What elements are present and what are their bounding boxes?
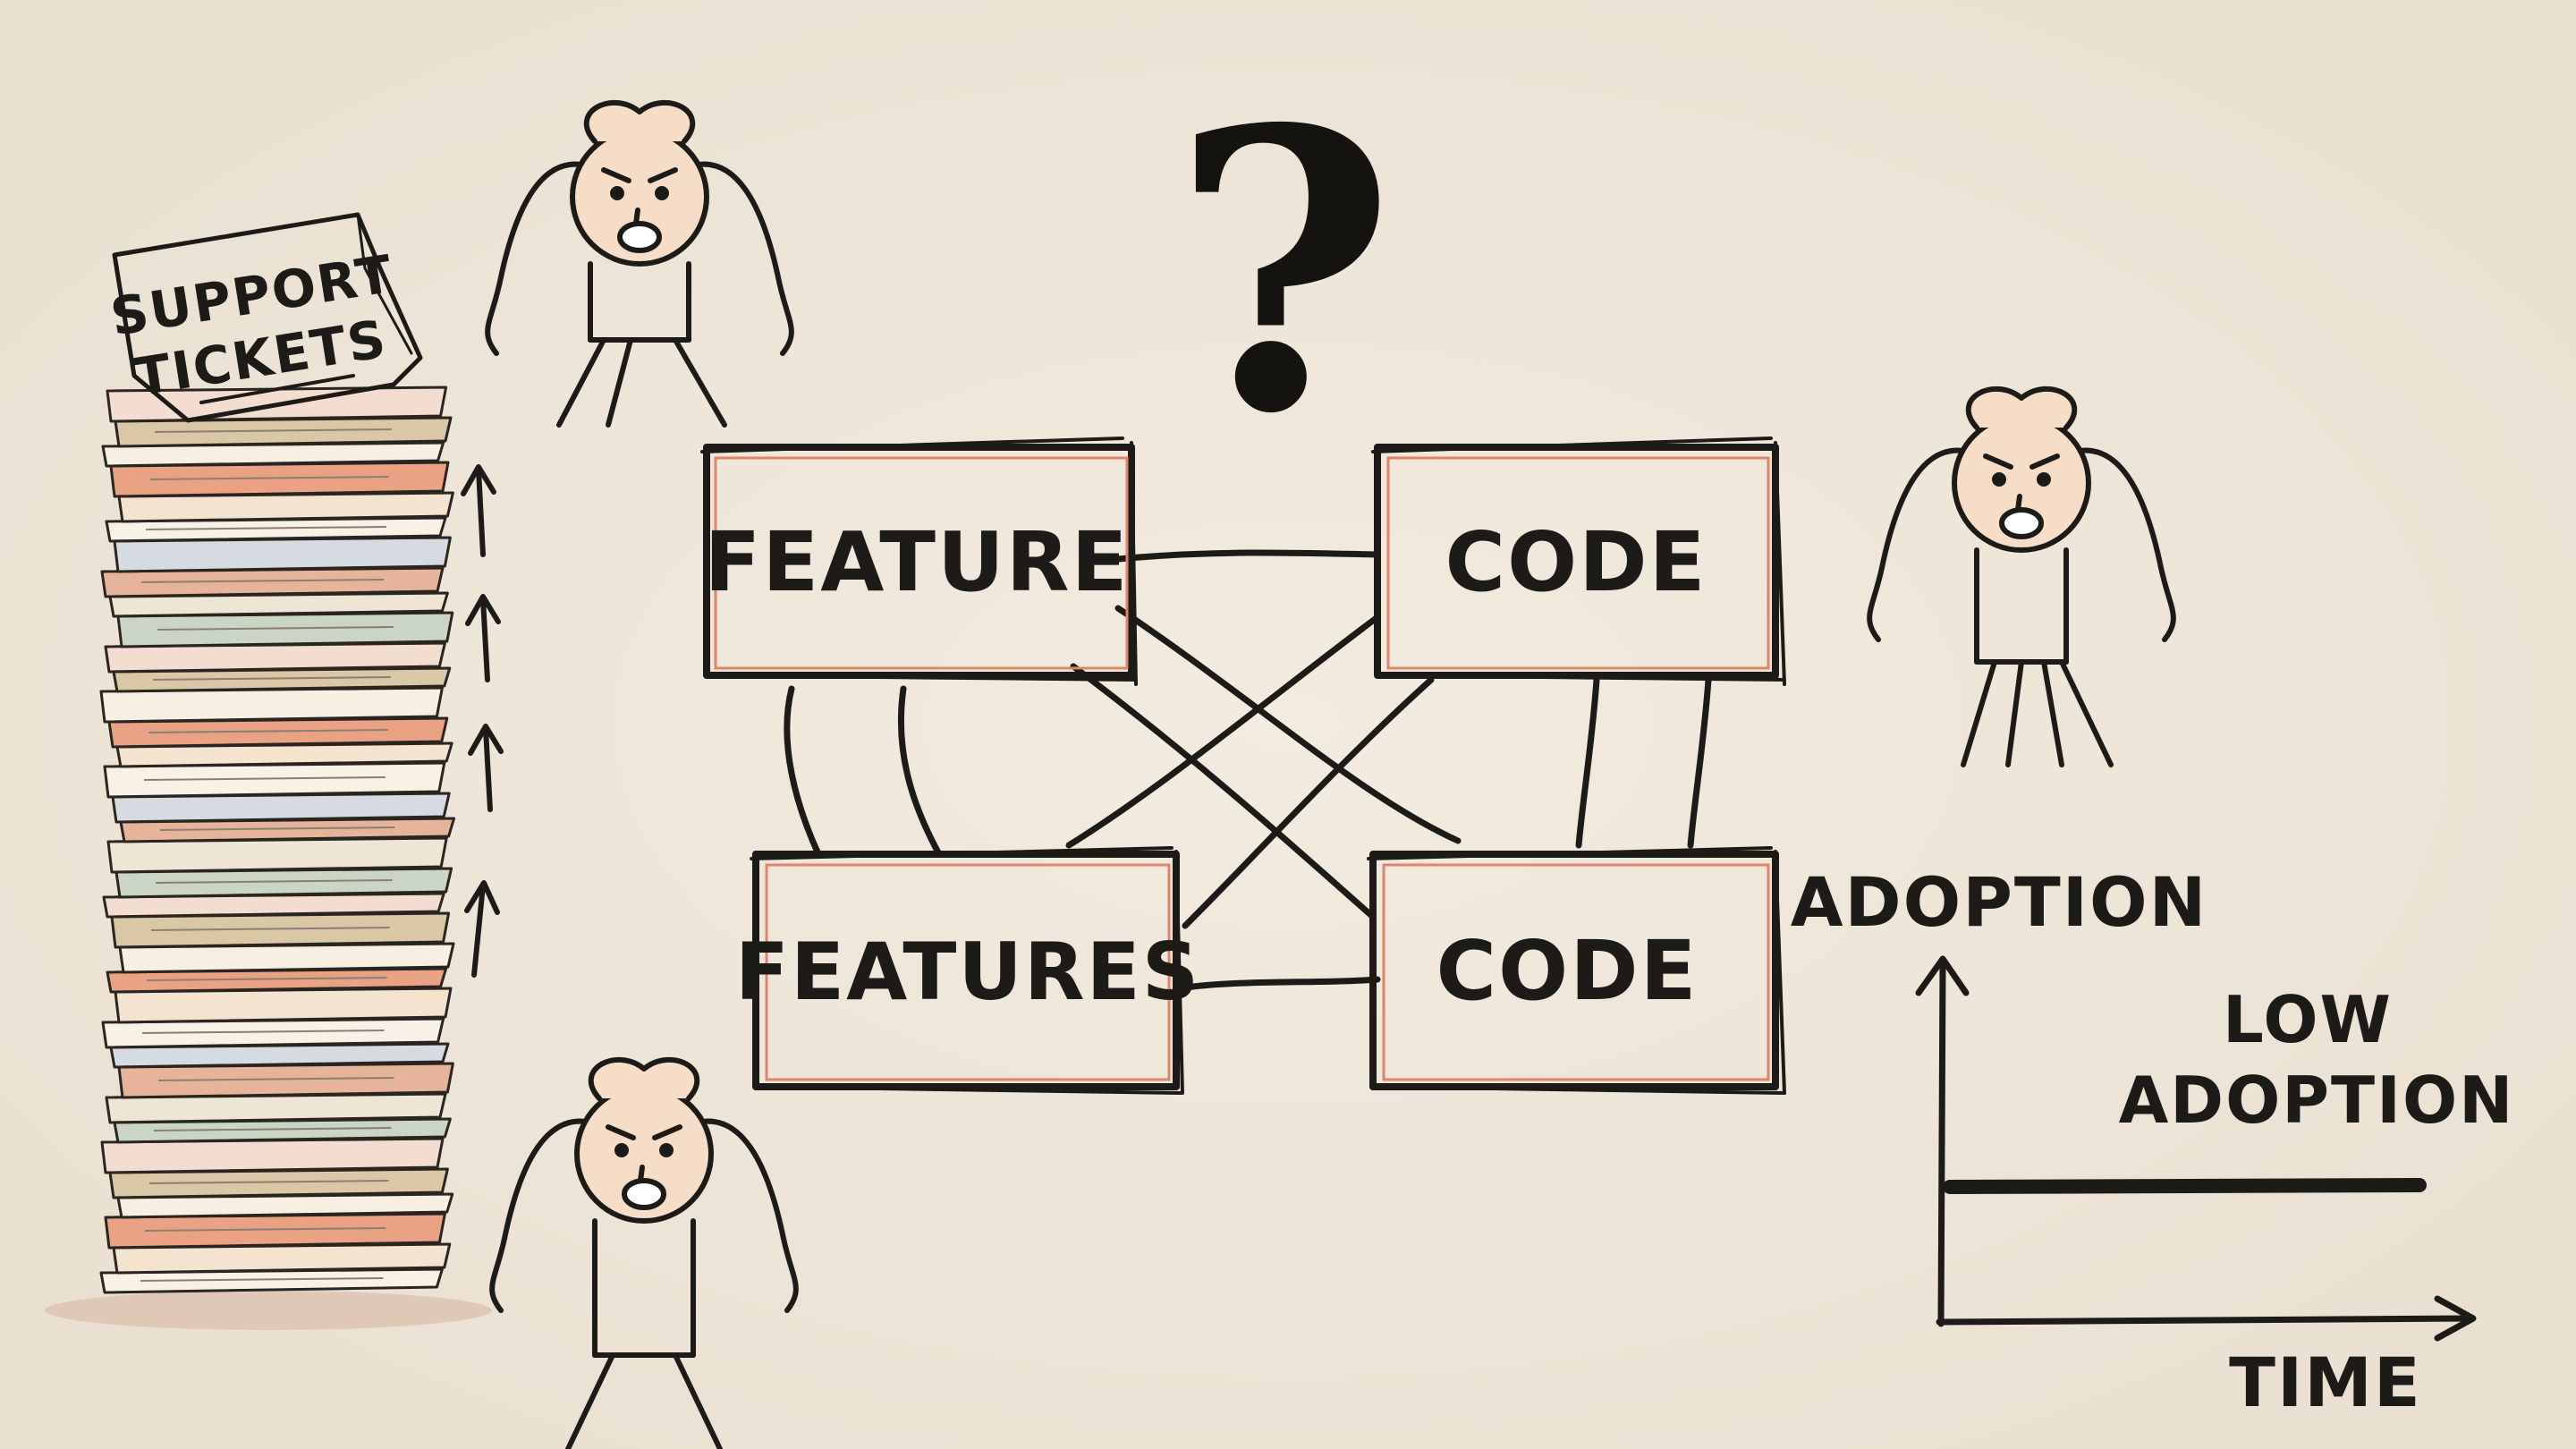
ticket-sheet-line bbox=[159, 826, 395, 831]
ticket-sheet bbox=[105, 1092, 447, 1124]
ticket-sheet bbox=[118, 942, 455, 974]
features-box-label: FEATURES bbox=[735, 926, 1200, 1018]
ticket-sheet bbox=[107, 716, 449, 749]
stressed-person-icon bbox=[485, 99, 794, 428]
ticket-sheet bbox=[108, 1167, 449, 1199]
ticket-sheet bbox=[104, 641, 446, 674]
adoption-axis-label: ADOPTION bbox=[1791, 862, 2208, 942]
ticket-sheet-line bbox=[140, 1277, 384, 1282]
ticket-sheet bbox=[102, 892, 445, 919]
tangled-connections bbox=[784, 549, 1712, 992]
ticket-sheet-line bbox=[153, 1127, 392, 1131]
ticket-sheet-line bbox=[152, 676, 391, 681]
ticket-sheet-line bbox=[145, 526, 387, 530]
ticket-sheet bbox=[101, 441, 445, 468]
ticket-sheet bbox=[101, 1017, 445, 1049]
ticket-sheet bbox=[109, 1042, 450, 1069]
stressed-person-icon bbox=[1867, 386, 2176, 767]
low-adoption-line bbox=[1943, 1178, 2427, 1194]
ticket-sheet bbox=[116, 1192, 454, 1219]
x-axis bbox=[1936, 1295, 2477, 1342]
ticket-sheet bbox=[115, 741, 453, 768]
ticket-sheet-line bbox=[155, 879, 393, 884]
rising-arrows bbox=[461, 464, 504, 978]
features-box: FEATURES bbox=[735, 846, 1200, 1095]
ticket-sheet-line bbox=[154, 428, 393, 433]
question-mark-icon: ? bbox=[1171, 47, 1396, 498]
ticket-sheet-line bbox=[143, 776, 386, 781]
ticket-sheet bbox=[108, 591, 449, 618]
y-axis bbox=[1915, 955, 1970, 1327]
ticket-sheet bbox=[112, 1242, 452, 1275]
ticket-sheet bbox=[119, 817, 456, 843]
up-arrow-icon bbox=[468, 724, 504, 812]
ticket-sheet-line bbox=[146, 977, 387, 981]
ticket-sheet bbox=[111, 792, 451, 824]
time-axis-label: TIME bbox=[2229, 1343, 2422, 1422]
feature-box: FEATURE bbox=[700, 436, 1138, 686]
ticket-sheets bbox=[99, 386, 456, 1294]
ticket-sheet bbox=[100, 566, 445, 598]
low-adoption-line2: ADOPTION bbox=[2119, 1063, 2515, 1138]
ticket-sheet bbox=[114, 867, 453, 899]
code-box-top: CODE bbox=[1371, 436, 1786, 686]
code-box-bottom-label: CODE bbox=[1436, 923, 1699, 1019]
ticket-sheet bbox=[113, 1117, 452, 1144]
ticket-sheet bbox=[99, 686, 444, 724]
stressed-person-icon bbox=[489, 1056, 799, 1449]
ticket-sheet-line bbox=[148, 729, 388, 733]
ticket-sheet bbox=[103, 761, 446, 799]
ticket-sheet-line bbox=[144, 1227, 386, 1232]
ticket-sheet-line bbox=[150, 927, 390, 931]
ticket-sheet-line bbox=[149, 476, 390, 480]
code-box-top-label: CODE bbox=[1445, 514, 1707, 610]
support-tickets-paper: SUPPORT TICKETS bbox=[106, 212, 423, 423]
ticket-sheet-line bbox=[148, 1180, 389, 1184]
ticket-sheet bbox=[114, 987, 453, 1024]
ticket-sheet-line bbox=[140, 579, 385, 583]
code-box-bottom: CODE bbox=[1367, 846, 1786, 1095]
feature-box-label: FEATURE bbox=[705, 514, 1130, 610]
up-arrow-icon bbox=[464, 880, 500, 978]
ticket-sheet bbox=[117, 491, 454, 523]
ticket-sheet bbox=[116, 611, 454, 648]
ticket-stack: SUPPORT TICKETS bbox=[45, 212, 504, 1330]
ticket-sheet bbox=[100, 1137, 445, 1174]
up-arrow-icon bbox=[465, 594, 501, 682]
ticket-sheet bbox=[114, 416, 453, 448]
ticket-sheet-line bbox=[157, 626, 394, 631]
ticket-sheet bbox=[99, 1267, 444, 1294]
ticket-sheet bbox=[110, 911, 451, 949]
ticket-sheet bbox=[112, 666, 452, 693]
low-adoption-line1: LOW bbox=[2223, 982, 2393, 1057]
ticket-sheet bbox=[109, 461, 450, 498]
ticket-sheet-line bbox=[141, 1030, 385, 1034]
ticket-sheet bbox=[106, 967, 448, 994]
adoption-chart: ADOPTION LOW ADOPTION TIME bbox=[1791, 862, 2515, 1422]
ticket-sheet bbox=[104, 1212, 446, 1250]
up-arrow-icon bbox=[461, 464, 496, 557]
question-mark: ? bbox=[1171, 47, 1396, 498]
ticket-sheet bbox=[105, 516, 447, 543]
ticket-sheet bbox=[117, 1062, 454, 1099]
ticket-sheet bbox=[113, 536, 452, 573]
ticket-sheet bbox=[106, 836, 448, 874]
ticket-sheet-line bbox=[157, 1077, 394, 1081]
